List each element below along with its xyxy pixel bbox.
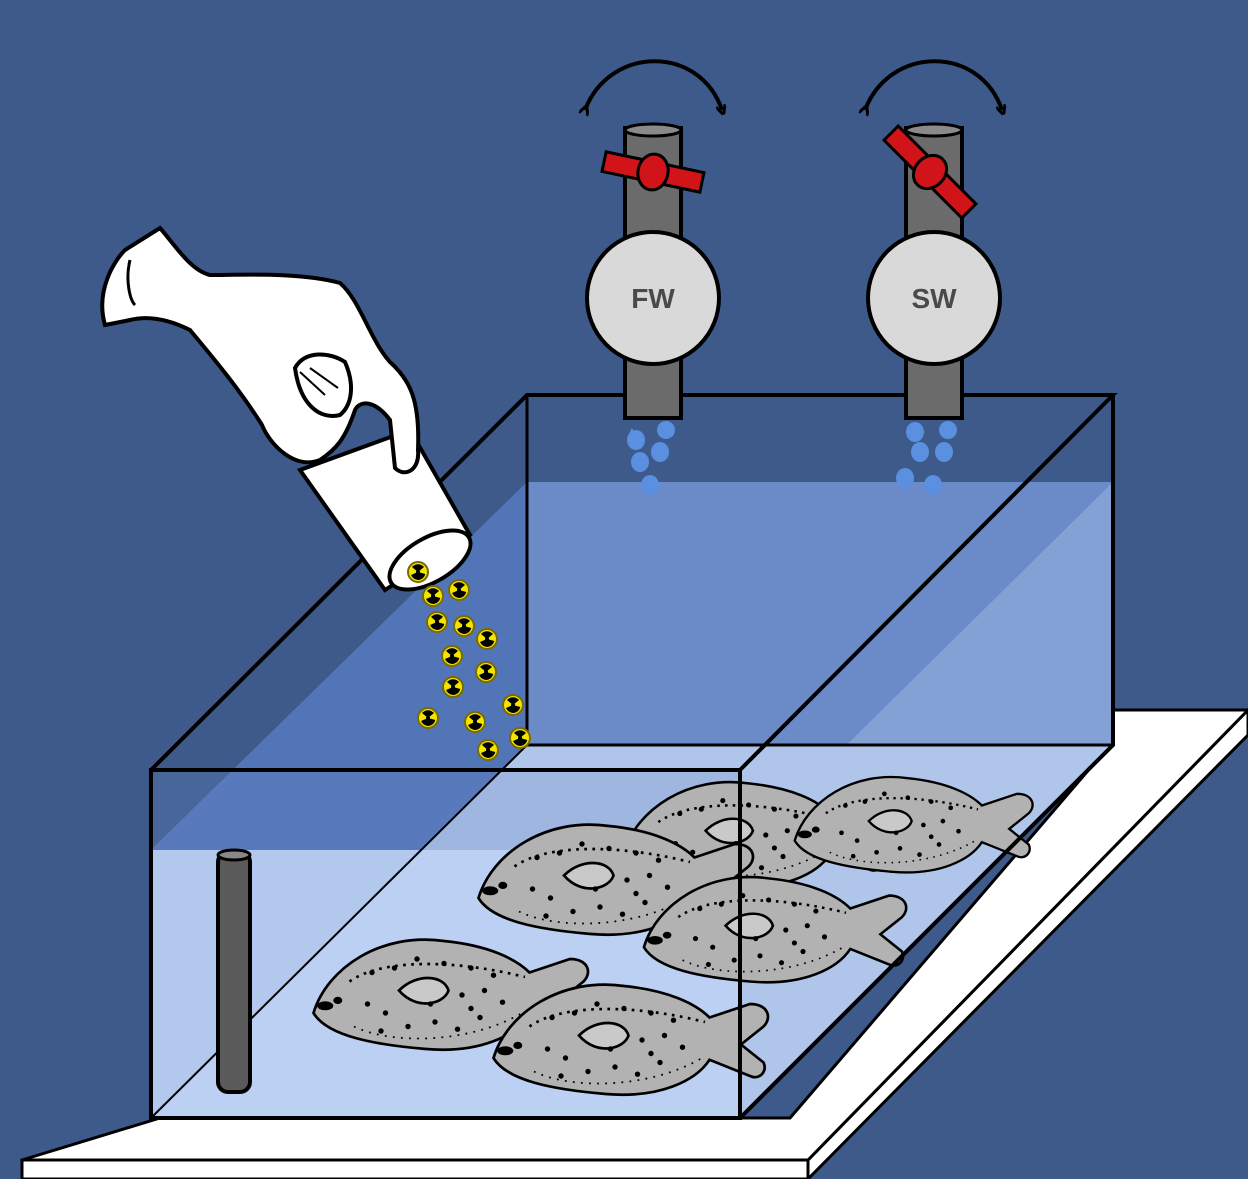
radioactive-pellet-icon <box>477 739 499 761</box>
radioactive-pellet-icon <box>509 727 531 749</box>
radioactive-pellet-icon <box>448 579 470 601</box>
valve-sw[interactable]: SW <box>865 59 1002 420</box>
platform <box>20 707 1248 1179</box>
flowmeter-sw <box>866 230 1002 366</box>
rotation-arrow-icon <box>585 59 722 110</box>
tank-outline <box>149 393 1118 1120</box>
gloved-hand-icon <box>100 225 473 593</box>
radioactive-pellet-icon <box>502 694 524 716</box>
radioactive-pellet-icon <box>441 645 463 667</box>
valve-label-sw: SW <box>911 283 957 314</box>
radioactive-pellet-icon <box>464 711 486 733</box>
valve-handle-sw[interactable] <box>878 120 981 223</box>
rotation-arrow-icon <box>865 59 1002 110</box>
radioactive-pellet-icon <box>476 628 498 650</box>
radioactive-pellet-icon <box>475 661 497 683</box>
radioactive-pellet-icon <box>453 615 475 637</box>
radioactive-pellet-icon <box>442 676 464 698</box>
flowmeter-fw <box>585 230 721 366</box>
water-droplets-fw <box>627 421 675 495</box>
radioactive-pellet-icon <box>426 611 448 633</box>
water-droplets-sw <box>896 421 957 495</box>
standpipe-icon <box>216 848 252 1094</box>
radioactive-pellet-icon <box>417 707 439 729</box>
valve-fw[interactable]: FW <box>585 59 722 420</box>
radioactive-pellet-icon <box>407 561 429 583</box>
radioactive-pellet-icon <box>422 585 444 607</box>
valve-handle-fw[interactable] <box>600 144 706 200</box>
valve-label-fw: FW <box>631 283 675 314</box>
